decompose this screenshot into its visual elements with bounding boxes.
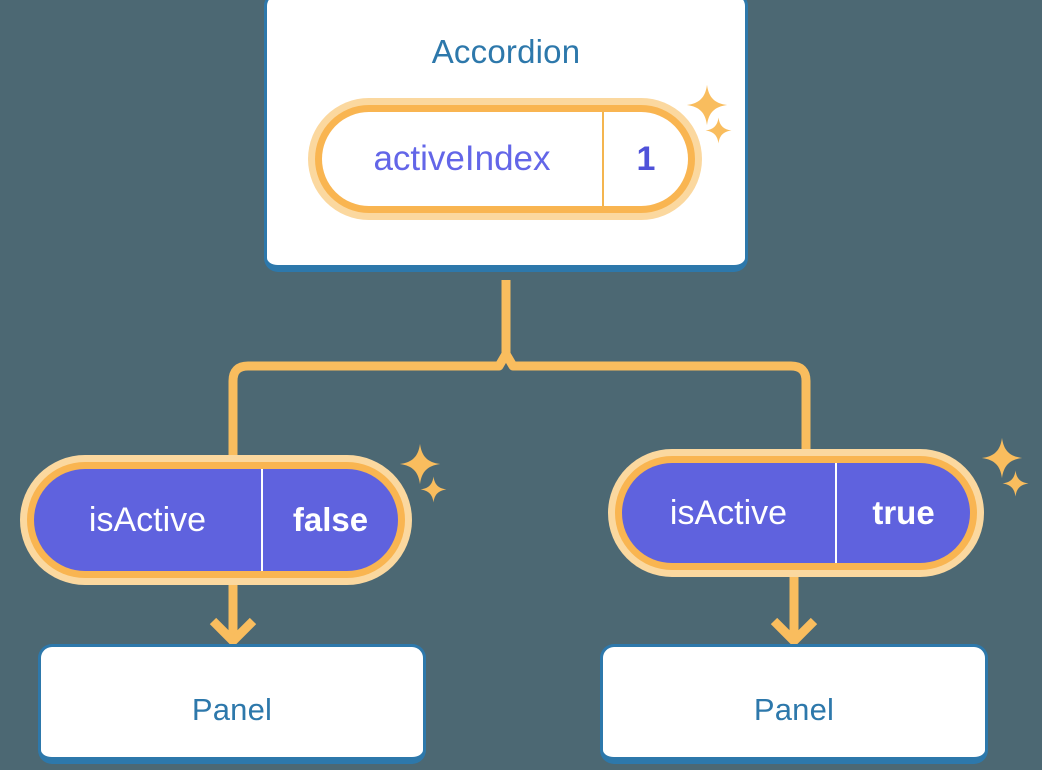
- pill-body: activeIndex 1: [322, 112, 688, 206]
- wire-arrow-right-head: [774, 621, 814, 641]
- pill-body: isActive false: [34, 469, 398, 571]
- pill-body: isActive true: [622, 463, 970, 563]
- prop-value-is-active-right: true: [872, 494, 935, 531]
- sparkle-icon: [1002, 470, 1029, 497]
- prop-key-is-active-right: isActive: [622, 463, 837, 563]
- sparkle-icon: [399, 443, 441, 485]
- pill-ring: activeIndex 1: [315, 105, 695, 213]
- panel-component-card-left[interactable]: Panel: [38, 644, 426, 764]
- panel-title-right: Panel: [753, 692, 835, 727]
- wire-arrow-left-head: [213, 621, 253, 641]
- sparkle-icon: [981, 437, 1023, 479]
- panel-component-card-right[interactable]: Panel: [600, 644, 988, 764]
- prop-pill-is-active-true[interactable]: isActive true: [608, 449, 984, 577]
- prop-pill-is-active-false[interactable]: isActive false: [20, 455, 412, 585]
- panel-title-left: Panel: [191, 692, 273, 727]
- pill-ring: isActive false: [27, 462, 405, 578]
- prop-key-is-active-left: isActive: [34, 469, 263, 571]
- prop-value-is-active-left: false: [292, 501, 369, 538]
- pill-ring: isActive true: [615, 456, 977, 570]
- state-key-active-index: activeIndex: [322, 112, 604, 206]
- sparkle-icon: [420, 476, 447, 503]
- wire-branch-right: [502, 351, 811, 456]
- accordion-title: Accordion: [431, 33, 581, 70]
- state-pill-active-index[interactable]: activeIndex 1: [308, 98, 702, 220]
- wire-branch-left: [228, 351, 510, 462]
- state-value-active-index: 1: [636, 139, 656, 178]
